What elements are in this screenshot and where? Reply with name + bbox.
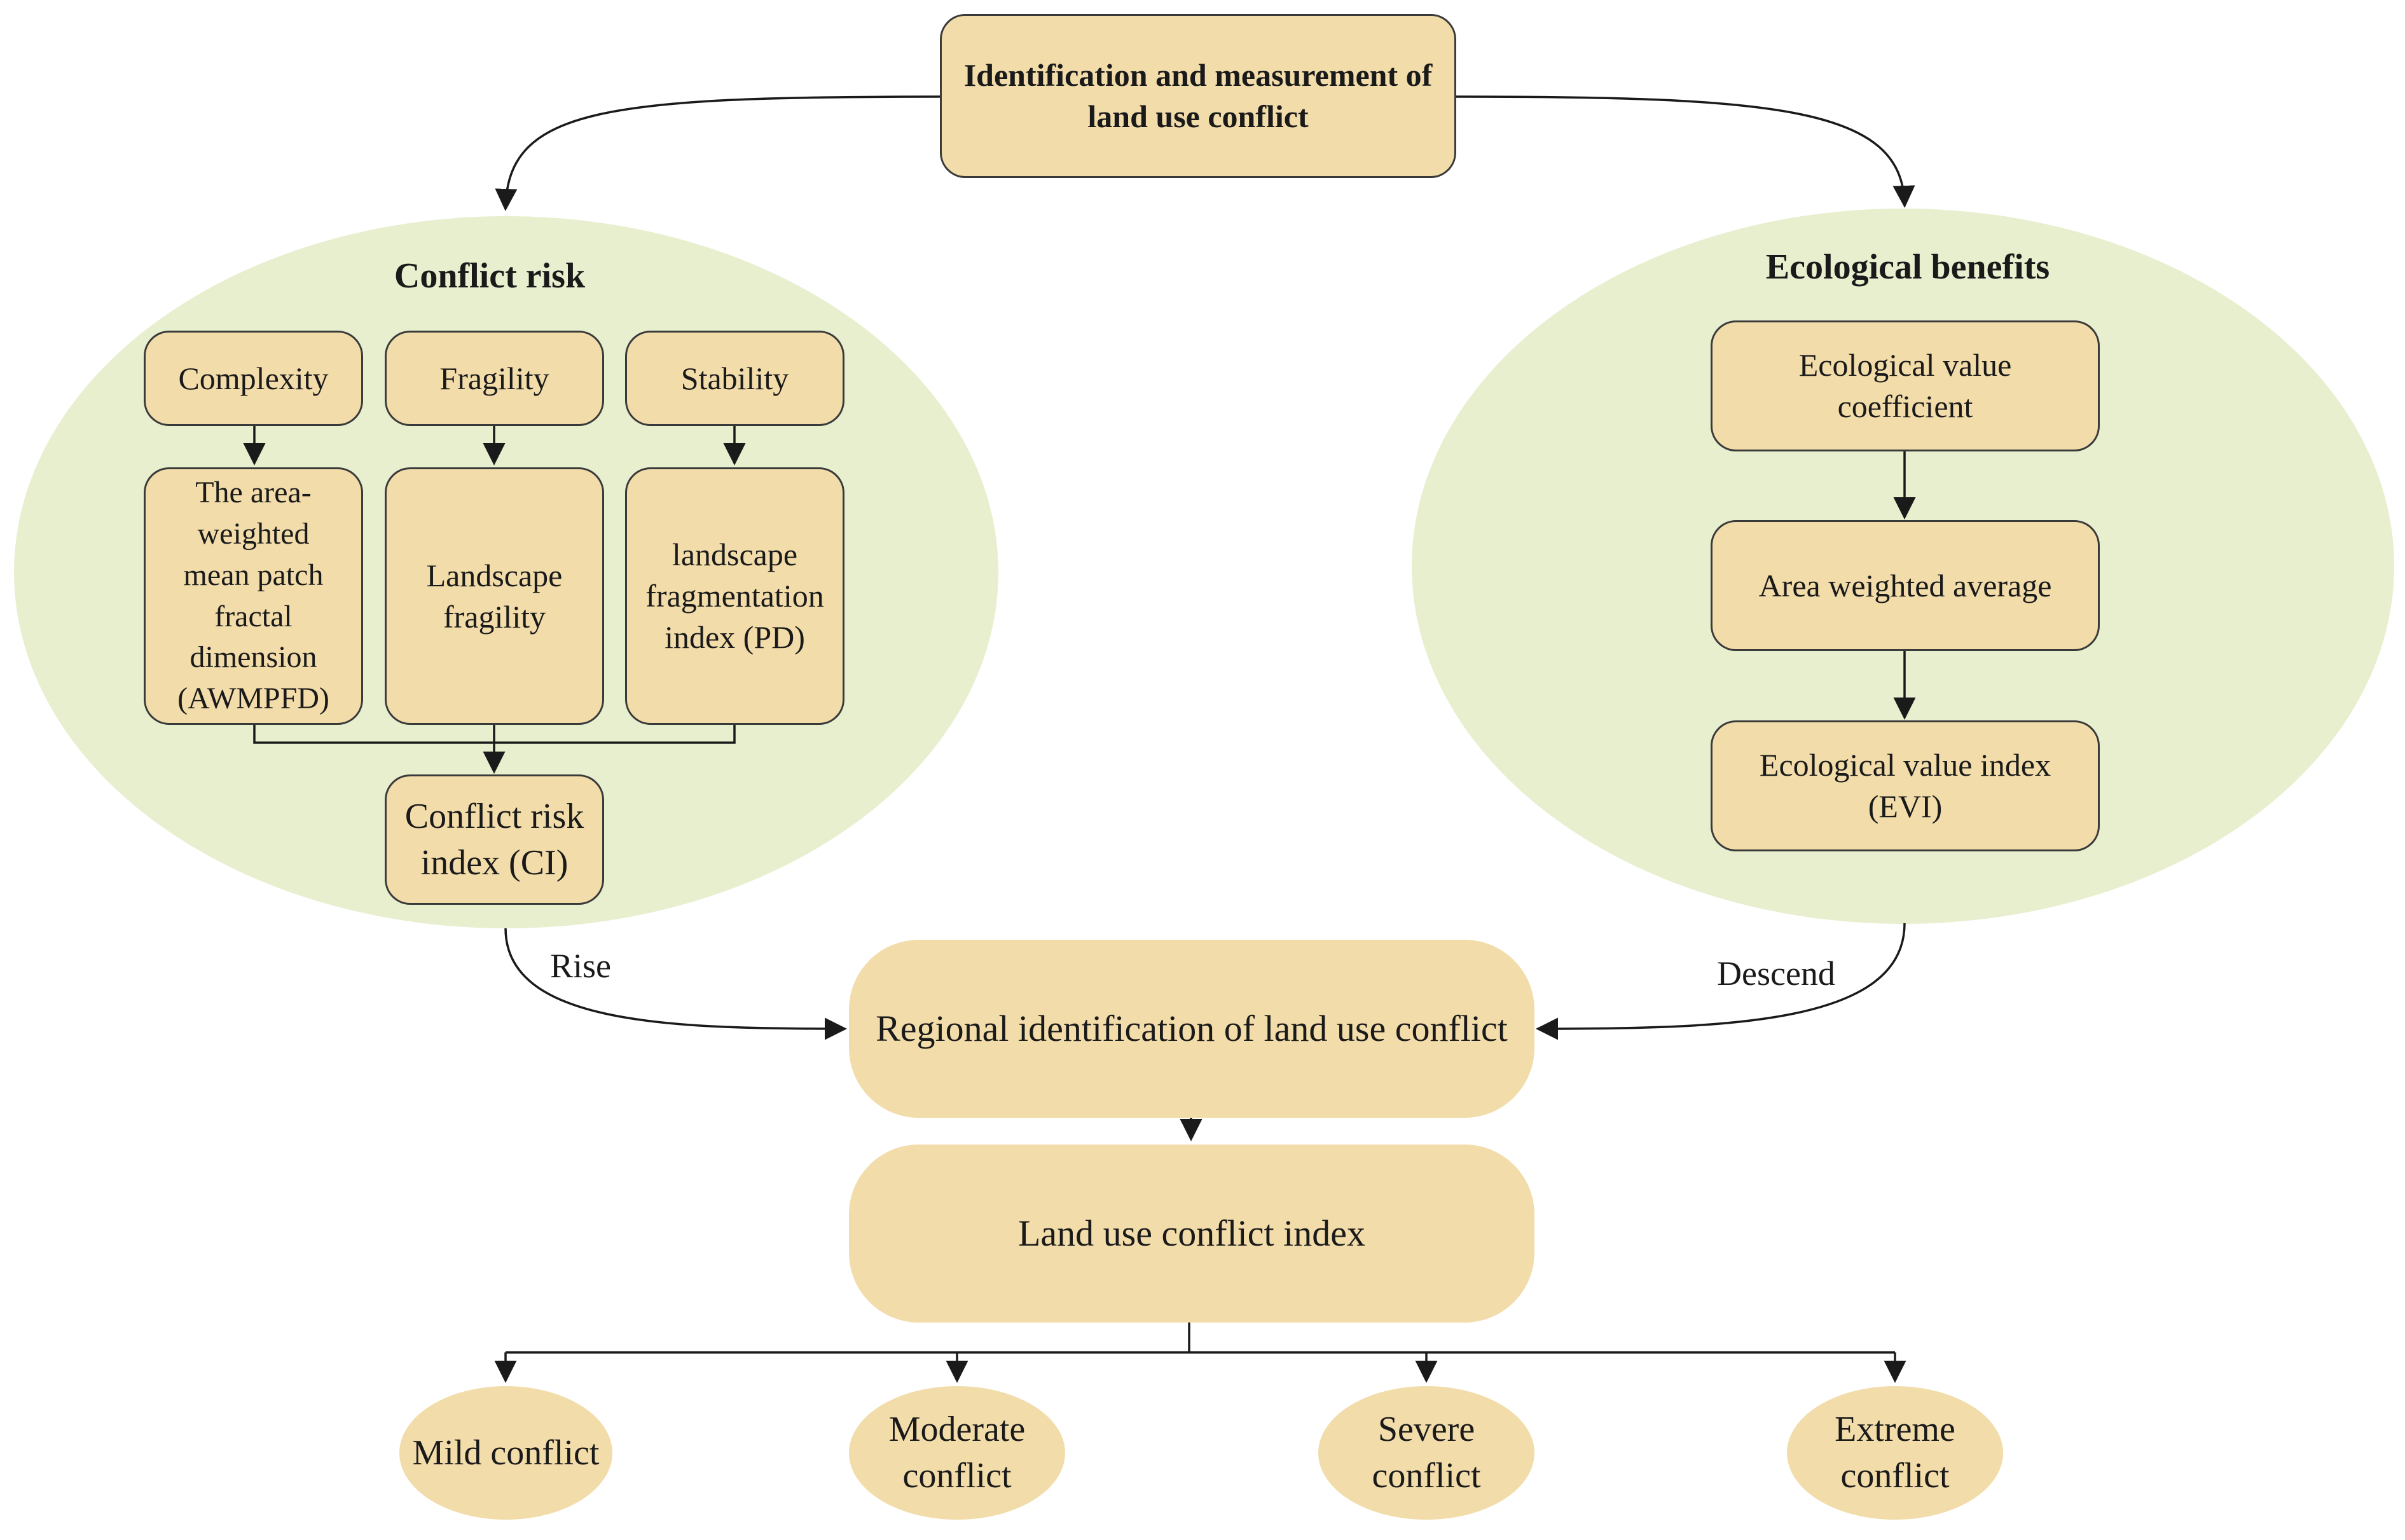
descend-label: Descend (1717, 954, 1835, 993)
conflict-risk-title: Conflict risk (394, 256, 586, 296)
edge-rise (504, 928, 847, 1040)
indicator-awmpfd: The area- weighted mean patch fractal di… (144, 467, 363, 725)
dimension-complexity: Complexity (144, 331, 363, 426)
level-extreme: Extreme conflict (1787, 1386, 2003, 1520)
ecological-value-index-node: Ecological value index (EVI) (1711, 720, 2100, 851)
level-moderate: Moderate conflict (849, 1386, 1065, 1520)
indicator-landscape-fragility: Landscape fragility (385, 467, 604, 725)
regional-identification-node: Regional identification of land use conf… (849, 940, 1534, 1118)
land-use-conflict-index-node: Land use conflict index (849, 1145, 1534, 1323)
conflict-risk-index-node: Conflict risk index (CI) (385, 774, 604, 905)
level-mild: Mild conflict (399, 1386, 612, 1520)
dimension-stability: Stability (625, 331, 844, 426)
ecological-benefits-title: Ecological benefits (1765, 247, 2050, 287)
top-node: Identification and measurement of land u… (940, 14, 1456, 178)
edge-top-to-ecological-benefits (1454, 95, 1915, 208)
ecological-value-coefficient-node: Ecological value coefficient (1711, 320, 2100, 451)
rise-label: Rise (550, 947, 612, 985)
area-weighted-average-node: Area weighted average (1711, 520, 2100, 651)
level-severe: Severe conflict (1318, 1386, 1534, 1520)
indicator-pd: landscape fragmentation index (PD) (625, 467, 844, 725)
dimension-fragility: Fragility (385, 331, 604, 426)
edge-top-to-conflict-risk (495, 95, 941, 211)
edge-descend (1536, 923, 1906, 1040)
